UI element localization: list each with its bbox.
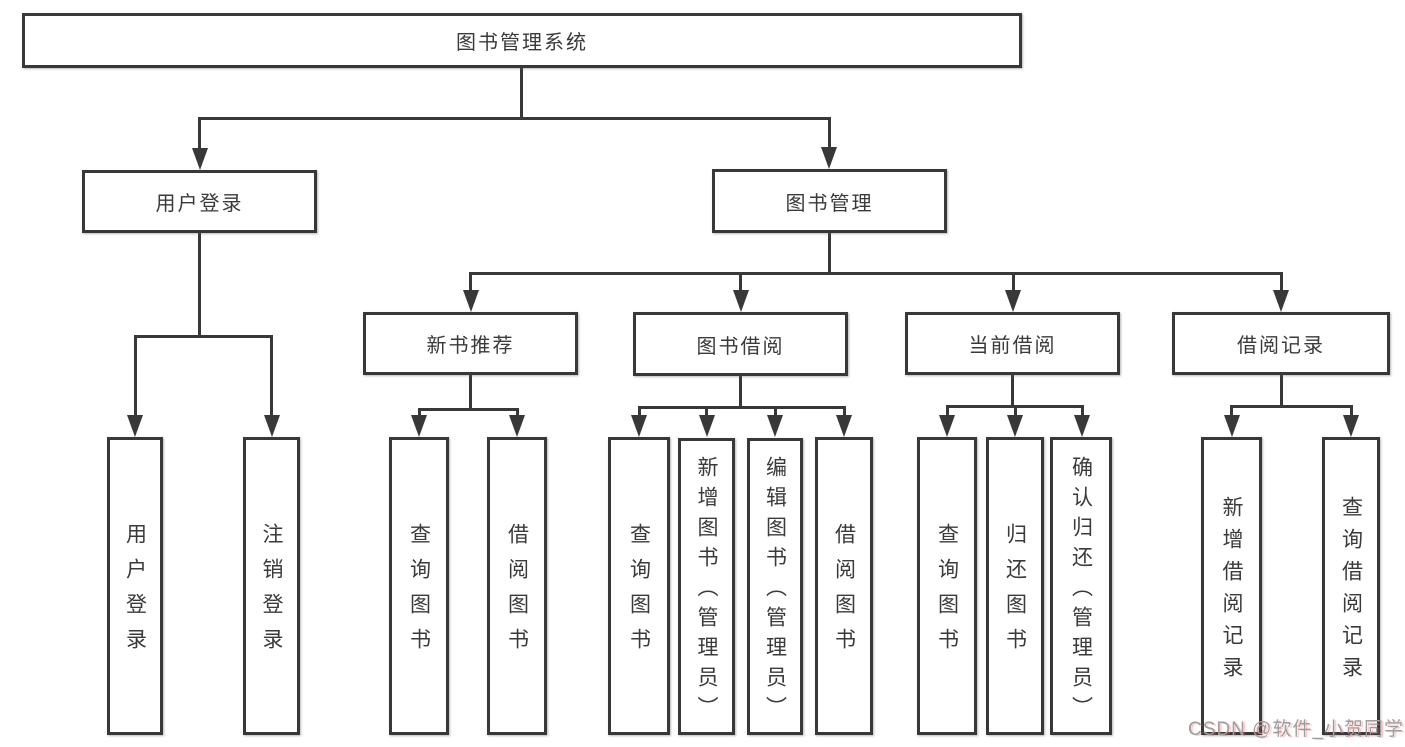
arrowhead-icon — [1273, 290, 1289, 312]
arrowhead-icon — [698, 415, 715, 437]
arrow-stem — [773, 407, 777, 417]
arrowhead-icon — [1005, 290, 1021, 312]
node-leaf-user-login: 用户登录 — [107, 437, 163, 735]
node-leaf-nb-query: 查询图书 — [389, 437, 449, 735]
arrow-stem — [133, 336, 137, 417]
node-leaf-nb-borrow-label: 借阅图书 — [505, 523, 529, 663]
node-leaf-cb-confirm: 确认归还（管理员） — [1050, 437, 1112, 735]
node-leaf-br-query-label: 查询借阅记录 — [1339, 495, 1363, 688]
node-borrow-records-label: 借阅记录 — [1237, 335, 1325, 357]
node-leaf-bb-query-label: 查询图书 — [627, 523, 651, 663]
node-book-mgmt: 图书管理 — [712, 169, 947, 233]
arrowhead-icon — [1007, 415, 1023, 437]
node-leaf-br-add-label: 新增借阅记录 — [1220, 495, 1243, 688]
node-leaf-nb-query-label: 查询图书 — [407, 523, 431, 663]
node-leaf-cb-query: 查询图书 — [917, 437, 977, 735]
node-root-label: 图书管理系统 — [456, 32, 588, 54]
arrow-stem — [739, 273, 742, 292]
arrowhead-icon — [509, 415, 525, 437]
connector-borrowrecords-hbar — [1230, 404, 1353, 408]
arrowhead-icon — [191, 148, 208, 170]
node-current-borrow: 当前借阅 — [905, 312, 1120, 375]
node-user-login: 用户登录 — [82, 170, 317, 233]
arrow-stem — [1080, 406, 1084, 417]
arrowhead-icon — [1223, 415, 1240, 437]
arrowhead-icon — [732, 290, 749, 312]
arrowhead-icon — [1343, 415, 1359, 437]
connector-newbookrec-trunk — [469, 375, 472, 410]
arrow-stem — [637, 407, 641, 417]
arrow-stem — [827, 118, 831, 149]
node-leaf-cb-confirm-label: 确认归还（管理员） — [1069, 455, 1093, 726]
arrow-stem — [1013, 406, 1017, 417]
node-leaf-bb-borrow: 借阅图书 — [815, 437, 873, 735]
arrow-stem — [515, 409, 519, 417]
arrow-stem — [842, 407, 846, 417]
arrowhead-icon — [462, 290, 479, 312]
connector-userlogin-hbar — [133, 334, 273, 338]
node-new-book-rec: 新书推荐 — [363, 312, 578, 375]
connector-root-trunk — [519, 66, 523, 119]
connector-bookmgmt-trunk — [827, 233, 831, 274]
node-leaf-cb-return-label: 归还图书 — [1003, 523, 1027, 663]
connector-level2-hbar — [198, 116, 831, 120]
node-book-borrow-label: 图书借阅 — [696, 335, 785, 358]
node-leaf-bb-query: 查询图书 — [608, 437, 670, 735]
arrow-stem — [1349, 406, 1353, 417]
arrowhead-icon — [631, 415, 647, 437]
node-user-login-label: 用户登录 — [155, 193, 244, 215]
node-leaf-user-login-label: 用户登录 — [123, 523, 147, 663]
arrowhead-icon — [836, 415, 852, 437]
node-leaf-bb-edit-label: 编辑图书（管理员） — [763, 456, 787, 726]
arrowhead-icon — [1074, 415, 1090, 437]
node-book-borrow: 图书借阅 — [633, 312, 848, 376]
arrow-stem — [1279, 273, 1283, 292]
connector-bookborrow-hbar — [637, 405, 846, 409]
connector-newbookrec-hbar — [417, 407, 519, 411]
arrowhead-icon — [939, 415, 955, 437]
connector-currentborrow-trunk — [1011, 375, 1014, 407]
arrowhead-icon — [821, 147, 837, 169]
node-current-borrow-label: 当前借阅 — [968, 335, 1057, 357]
arrow-stem — [417, 409, 421, 417]
node-leaf-cb-query-label: 查询图书 — [935, 523, 959, 663]
connector-bookborrow-trunk — [739, 376, 742, 408]
arrow-stem — [469, 273, 472, 292]
connector-level3-hbar — [469, 271, 1283, 275]
node-leaf-bb-borrow-label: 借阅图书 — [832, 523, 856, 663]
arrow-stem — [270, 336, 273, 417]
node-leaf-logout: 注销登录 — [243, 437, 300, 735]
node-leaf-logout-label: 注销登录 — [260, 523, 283, 663]
node-leaf-bb-edit: 编辑图书（管理员） — [747, 438, 803, 735]
node-leaf-br-add: 新增借阅记录 — [1201, 437, 1262, 735]
arrowhead-icon — [767, 415, 783, 437]
node-new-book-rec-label: 新书推荐 — [426, 335, 515, 357]
arrow-stem — [705, 407, 708, 417]
node-root: 图书管理系统 — [22, 13, 1022, 68]
arrowhead-icon — [411, 415, 427, 437]
arrowhead-icon — [127, 415, 143, 437]
node-borrow-records: 借阅记录 — [1172, 312, 1390, 375]
node-leaf-bb-add-label: 新增图书（管理员） — [695, 456, 718, 726]
arrow-stem — [1011, 273, 1015, 292]
connector-userlogin-trunk — [198, 233, 201, 337]
arrowhead-icon — [263, 415, 280, 437]
connector-borrowrecords-trunk — [1279, 375, 1283, 407]
csdn-watermark: CSDN @软件_小贺同学 — [1188, 719, 1404, 740]
node-book-mgmt-label: 图书管理 — [785, 192, 874, 215]
node-leaf-nb-borrow: 借阅图书 — [487, 437, 547, 735]
arrow-stem — [945, 406, 949, 417]
node-leaf-br-query: 查询借阅记录 — [1322, 437, 1380, 735]
arrow-stem — [198, 118, 201, 150]
node-leaf-cb-return: 归还图书 — [986, 437, 1044, 735]
node-leaf-bb-add: 新增图书（管理员） — [678, 438, 735, 735]
arrow-stem — [1230, 406, 1233, 417]
